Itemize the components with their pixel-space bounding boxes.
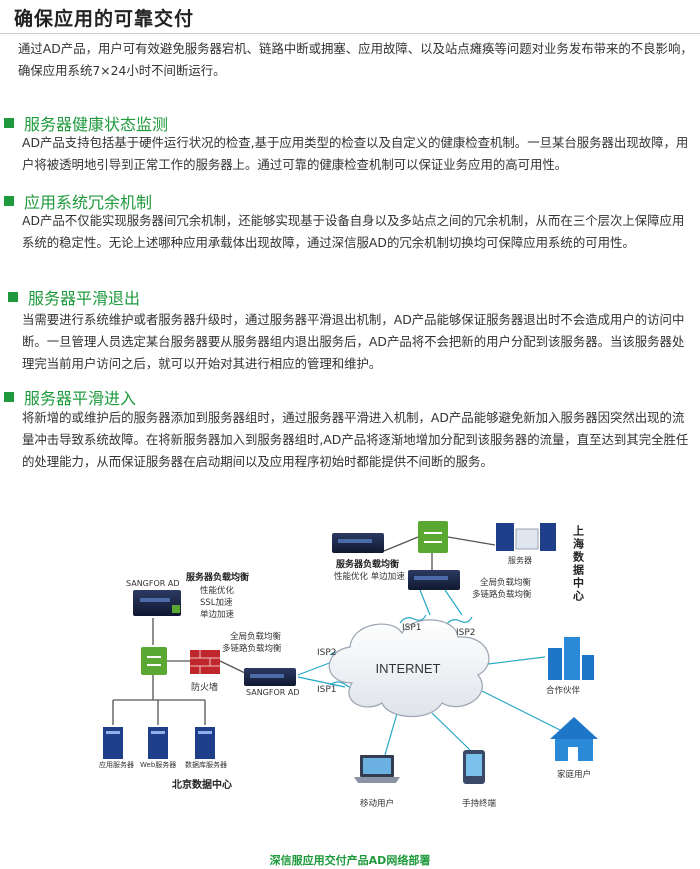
isp1-label-left: ISP1: [317, 685, 337, 695]
section-heading-redundancy: 应用系统冗余机制: [4, 189, 152, 213]
intro-paragraph: 通过AD产品，用户可有效避免服务器宕机、链路中断或拥塞、应用故障、以及站点瘫痪等…: [18, 41, 693, 78]
network-deployment-diagram: INTERNET ISP2 ISP1 ISP1 ISP2 SANGFOR AD …: [99, 521, 598, 809]
section-heading-text: 服务器平滑进入: [24, 389, 137, 408]
app-server-icon: [103, 727, 123, 759]
shanghai-switch-icon: [418, 521, 448, 553]
isp2-label-left: ISP2: [317, 648, 337, 658]
section-body-redundancy: AD产品不仅能实现服务器间冗余机制，还能够实现基于设备自身以及多站点之间的冗余机…: [22, 213, 685, 250]
firewall-label: 防火墙: [191, 681, 218, 693]
section-body-health-check: AD产品支持包括基于硬件运行状况的检查,基于应用类型的检查以及自定义的健康检查机…: [22, 135, 689, 172]
beijing-center-label: 北京数据中心: [172, 778, 232, 791]
shanghai-gslb-line-1: 全局负载均衡: [480, 577, 532, 588]
shanghai-lb-title: 服务器负载均衡: [336, 558, 399, 570]
laptop-icon: [354, 755, 400, 783]
section-heading-text: 服务器平滑退出: [28, 289, 141, 308]
shanghai-gslb-device: [408, 570, 460, 590]
shanghai-servers-label: 服务器: [508, 555, 532, 565]
mobile-user-label: 移动用户: [360, 798, 394, 809]
internet-cloud: INTERNET: [328, 619, 490, 718]
db-server-label: 数据库服务器: [185, 760, 227, 769]
bullet-square-icon: [4, 392, 14, 402]
beijing-gslb-ad-label: SANGFOR AD: [246, 688, 300, 697]
beijing-lb-feature-1: 性能优化: [200, 585, 235, 596]
partner-building-icon: [548, 637, 594, 680]
beijing-ad-label: SANGFOR AD: [126, 579, 180, 588]
handheld-icon: [463, 750, 485, 784]
internet-label: INTERNET: [376, 661, 441, 676]
isp1-label-top: ISP1: [402, 623, 422, 633]
beijing-gslb-device: [244, 668, 296, 686]
beijing-gslb-line-1: 全局负载均衡: [230, 631, 282, 642]
home-user-label: 家庭用户: [557, 769, 591, 780]
beijing-lb-title: 服务器负载均衡: [186, 571, 249, 583]
bullet-square-icon: [4, 118, 14, 128]
handheld-label: 手持终端: [462, 798, 497, 809]
section-body-smooth-entry: 将新增的或维护后的服务器添加到服务器组时，通过服务器平滑进入机制，AD产品能够避…: [22, 410, 689, 469]
beijing-switch-icon: [141, 647, 167, 675]
isp2-label-top: ISP2: [456, 628, 476, 638]
section-heading-text: 应用系统冗余机制: [24, 193, 153, 212]
shanghai-servers-icon: [496, 523, 556, 551]
section-heading-health-check: 服务器健康状态监测: [4, 111, 168, 135]
beijing-ad-device: [133, 590, 181, 616]
beijing-lb-feature-2: SSL加速: [200, 597, 233, 608]
app-server-label: 应用服务器: [99, 760, 134, 769]
bullet-square-icon: [8, 292, 18, 302]
shanghai-lb-features: 性能优化 单边加速: [334, 571, 405, 582]
section-body-smooth-exit: 当需要进行系统维护或者服务器升级时，通过服务器平滑退出机制，AD产品能够保证服务…: [22, 312, 685, 371]
db-server-icon: [195, 727, 215, 759]
beijing-lb-feature-3: 单边加速: [200, 609, 235, 620]
page-title: 确保应用的可靠交付: [14, 8, 195, 30]
title-divider: [0, 33, 700, 34]
section-heading-smooth-exit: 服务器平滑退出: [8, 285, 140, 309]
shanghai-gslb-line-2: 多链路负载均衡: [472, 589, 532, 600]
home-icon: [550, 717, 598, 761]
shanghai-center-label: 上海数据中心: [572, 524, 585, 603]
diagram-caption: 深信服应用交付产品AD网络部署: [269, 854, 431, 867]
web-server-icon: [148, 727, 168, 759]
partner-label: 合作伙伴: [546, 685, 581, 696]
web-server-label: Web服务器: [140, 760, 176, 769]
bullet-square-icon: [4, 196, 14, 206]
section-heading-text: 服务器健康状态监测: [24, 115, 169, 134]
section-heading-smooth-entry: 服务器平滑进入: [4, 385, 136, 409]
beijing-gslb-line-2: 多链路负载均衡: [222, 643, 282, 654]
firewall-icon: [190, 650, 220, 674]
shanghai-lb-device: [332, 533, 384, 553]
wireless-links: [297, 589, 561, 756]
wired-links: [112, 536, 496, 725]
